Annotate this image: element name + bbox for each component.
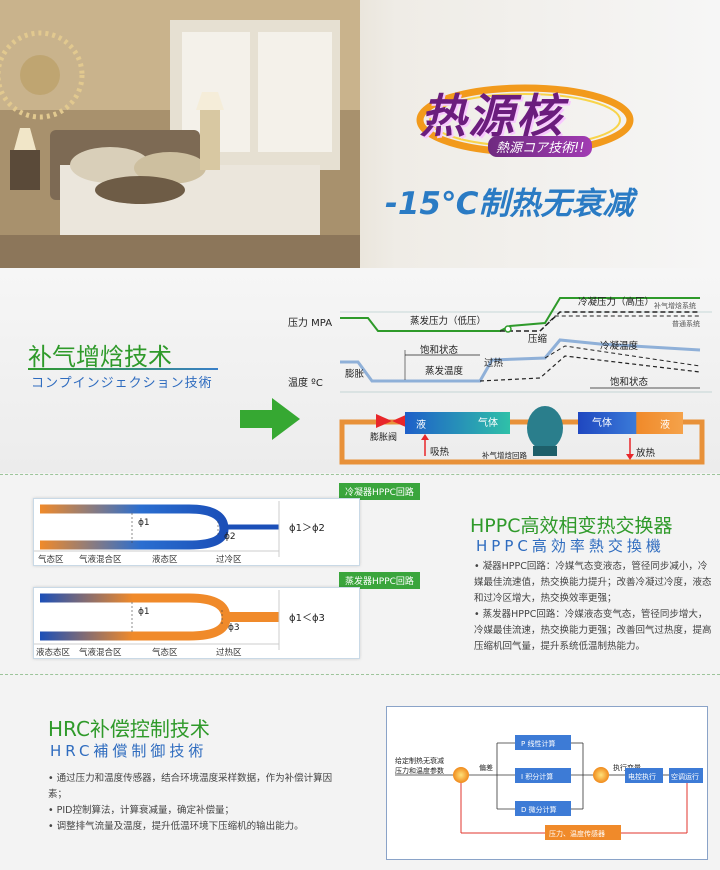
compress-label: 压缩 <box>528 333 548 345</box>
section1-underline <box>28 368 218 370</box>
condenser-tag: 冷凝器HPPC回路 <box>339 483 420 500</box>
logo-subtitle: 熱源コア技術!! <box>488 136 593 157</box>
gas-left-label: 气体 <box>478 416 498 429</box>
green-arrow-icon <box>240 398 300 440</box>
section2-bullet-2: • 蒸发器HPPC回路：冷媒液态变气态，管径同步增大，冷媒最佳流速，热交换能力更… <box>474 609 712 652</box>
expansion-valve-label: 膨胀阀 <box>370 431 397 443</box>
legend-injection: 补气增焓系统 <box>654 301 696 310</box>
normal-pressure-line-2 <box>539 315 700 332</box>
expansion-label: 膨胀 <box>345 368 365 380</box>
section2-description: • 凝器HPPC回路：冷媒气态变液态，管径同步减小，冷媒最佳流速值，热交换能力提… <box>474 559 714 655</box>
pid-valve-exec: 电控执行 <box>628 772 656 781</box>
condenser-phi1: ϕ1 <box>138 518 150 528</box>
evaporator-zone-2: 气液混合区 <box>79 647 122 658</box>
pressure-axis-label: 压力 MPA <box>288 316 332 329</box>
saturation-right-label: 饱和状态 <box>610 376 649 388</box>
condenser-tube-diagram: ϕ1 ϕ2 ϕ1＞ϕ2 气态区 气液混合区 液态区 过冷区 <box>33 498 360 566</box>
evaporator-phi1: ϕ1 <box>138 607 150 617</box>
section3-title: HRC补偿控制技术 <box>48 717 210 741</box>
section3-bullet-2: • PID控制算法，计算衰减量，确定补偿量； <box>48 805 234 816</box>
section3-subtitle: HRC補償制御技術 <box>50 742 208 760</box>
normal-pressure-line <box>500 311 700 332</box>
pid-exec-variable: 执行变量 <box>613 763 641 772</box>
evaporator-tube-diagram: ϕ1 ϕ3 ϕ1＜ϕ3 液态态区 气液混合区 气态区 过热区 <box>33 587 360 659</box>
evaporator-tag: 蒸发器HPPC回路 <box>339 572 420 589</box>
section-vapor-injection <box>0 268 720 473</box>
gas-right-label: 气体 <box>592 416 612 429</box>
evaporator-zone-3: 气态区 <box>152 647 178 658</box>
evap-pressure-label: 蒸发压力（低压） <box>410 315 486 327</box>
summing-junction-1 <box>453 767 469 783</box>
pid-d-block: D 微分计算 <box>521 805 557 814</box>
absorb-heat-label: 吸热 <box>430 446 450 458</box>
injection-loop-label: 补气增焓回路 <box>482 450 527 460</box>
section3-bullet-2-text: PID控制算法，计算衰减量，确定补偿量； <box>56 805 234 816</box>
section2-bullet-2-text: 蒸发器HPPC回路：冷媒液态变气态，管径同步增大，冷媒最佳流速，热交换能力更强；… <box>474 609 712 652</box>
section3-bullet-1-text: 通过压力和温度传感器，结合环境温度采样数据，作为补偿计算因素； <box>48 773 333 800</box>
section1-subtitle: コンプインジェクション技術 <box>31 376 213 391</box>
superheat-label: 过热 <box>484 357 504 369</box>
section-divider <box>0 474 720 475</box>
pid-ac-run: 空调运行 <box>671 772 699 781</box>
legend-normal: 普通系统 <box>672 319 700 328</box>
cond-temp-label: 冷凝温度 <box>600 340 639 352</box>
normal-temp-line <box>479 355 701 382</box>
pid-input-label-2: 压力和温度参数 <box>395 766 444 775</box>
section3-bullet-3-text: 调整排气流量及温度，提升低温环境下压缩机的输出能力。 <box>56 821 304 832</box>
section3-bullet-3: • 调整排气流量及温度，提升低温环境下压缩机的输出能力。 <box>48 821 304 832</box>
hero-slogan: -15℃制热无衰减 <box>385 186 634 222</box>
injection-temp-line <box>340 338 701 383</box>
section2-bullet-1: • 凝器HPPC回路：冷媒气态变液态，管径同步减小，冷媒最佳流速值，热交换能力提… <box>474 561 712 604</box>
pid-input-label-1: 给定制热无衰减 <box>395 756 444 765</box>
section-divider-2 <box>0 674 720 675</box>
liquid-right-label: 液 <box>660 418 670 431</box>
condenser-relation: ϕ1＞ϕ2 <box>289 523 325 534</box>
pid-i-block: I 积分计算 <box>521 772 553 781</box>
condenser-zone-1: 气态区 <box>38 554 64 565</box>
condenser-zone-2: 气液混合区 <box>79 554 122 565</box>
hero-banner: 热源核 熱源コア技術!! -15℃制热无衰减 <box>0 0 720 268</box>
evaporator-relation: ϕ1＜ϕ3 <box>289 613 325 624</box>
vapor-injection-diagram: 压力 MPA 温度 ºC 蒸发压力（低压） 冷凝压力（高压） 补气增焓系统 普通… <box>288 296 712 465</box>
condenser-phi2: ϕ2 <box>224 532 236 542</box>
cond-pressure-label: 冷凝压力（高压） <box>578 296 654 308</box>
summing-junction-2 <box>593 767 609 783</box>
section2-bullet-1-text: 凝器HPPC回路：冷媒气态变液态，管径同步减小，冷媒最佳流速值，热交换能力提升；… <box>474 561 712 604</box>
pid-sensor-block: 压力、温度传感器 <box>549 829 605 838</box>
pid-p-block: P 线性计算 <box>521 739 555 748</box>
section2-subtitle: HPPC高効率熱交換機 <box>476 537 665 555</box>
evaporator-zone-4: 过热区 <box>216 647 242 658</box>
release-heat-label: 放热 <box>636 447 656 459</box>
section3-description: • 通过压力和温度传感器，结合环境温度采样数据，作为补偿计算因素； • PID控… <box>48 771 338 835</box>
evaporator-zone-1: 液态态区 <box>36 647 71 658</box>
logo-text: 热源核 <box>420 89 564 143</box>
section2-title: HPPC高效相变热交换器 <box>470 515 673 537</box>
pid-deviation: 偏差 <box>479 763 493 772</box>
evap-temp-label: 蒸发温度 <box>425 365 464 377</box>
bedroom-photo <box>0 0 360 268</box>
condenser-zone-4: 过冷区 <box>216 554 242 565</box>
pid-control-diagram: 给定制热无衰减 压力和温度参数 偏差 P 线性计算 I 积分计算 D 微分计算 … <box>386 706 708 860</box>
normal-temp-line-2 <box>544 345 701 367</box>
condenser-zone-3: 液态区 <box>152 554 178 565</box>
expansion-valve-icon <box>376 414 392 428</box>
compressor-icon <box>527 406 563 450</box>
evaporator-phi3: ϕ3 <box>228 623 240 633</box>
temp-axis-label: 温度 ºC <box>288 376 323 389</box>
saturation-left-label: 饱和状态 <box>420 344 459 356</box>
liquid-left-label: 液 <box>416 418 426 431</box>
section3-bullet-1: • 通过压力和温度传感器，结合环境温度采样数据，作为补偿计算因素； <box>48 773 333 800</box>
section1-title: 补气增焓技术 <box>28 343 172 371</box>
